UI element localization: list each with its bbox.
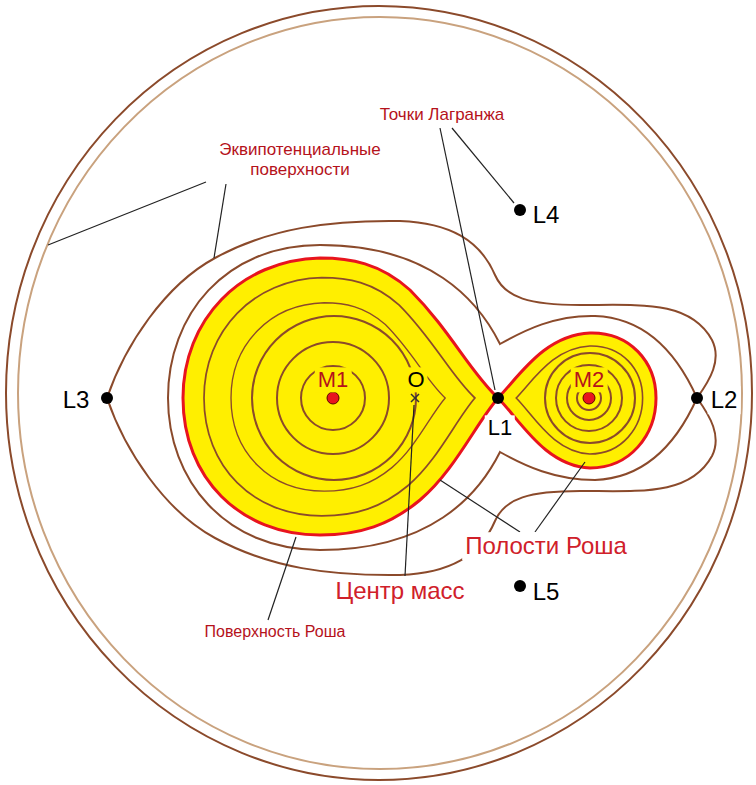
inner-equipotential — [545, 353, 635, 443]
leader-line — [268, 537, 296, 620]
inner-equipotential — [204, 278, 475, 516]
mass-label: M2 — [571, 367, 608, 392]
leader-line — [48, 182, 206, 245]
equipotential-curve — [107, 221, 716, 575]
point-label: L1 — [485, 415, 515, 440]
lagrange-point — [101, 392, 113, 404]
mass-point — [327, 392, 339, 404]
inner-equipotential — [252, 316, 416, 480]
callout-title: Поверхность Роша — [202, 623, 349, 641]
leader-line — [452, 128, 514, 203]
leader-line — [440, 128, 495, 390]
inner-equipotential — [516, 346, 642, 454]
lagrange-point — [691, 392, 703, 404]
leader-line — [440, 480, 520, 532]
mass-label: M1 — [315, 367, 352, 392]
equipotential-curve — [168, 245, 697, 550]
point-label: L5 — [530, 578, 563, 606]
inner-equipotential — [277, 342, 389, 454]
point-label: L2 — [708, 386, 741, 414]
inner-equipotential — [301, 366, 365, 430]
lagrange-point — [514, 580, 526, 592]
lagrange-points — [101, 204, 703, 592]
lagrange-point — [514, 204, 526, 216]
point-label: L3 — [60, 386, 93, 414]
outer-equipotential — [6, 6, 752, 780]
mass-point — [583, 392, 595, 404]
center-of-mass-mark — [411, 394, 419, 402]
callout-title: Полости Роша — [462, 532, 630, 560]
leader-line — [535, 462, 585, 532]
leader-line — [405, 405, 414, 576]
callout-title: Эквипотенциальные поверхности — [197, 140, 403, 179]
roche-lobe — [183, 258, 498, 535]
point-label: L4 — [530, 201, 563, 229]
leader-line — [214, 184, 226, 258]
inner-equipotential — [556, 365, 622, 431]
callout-title: Точки Лагранжа — [377, 105, 508, 125]
outer-equipotential — [18, 17, 742, 769]
inner-equipotential — [231, 303, 445, 491]
callout-title: Центр масс — [332, 577, 467, 605]
center-label: O — [404, 367, 427, 392]
lagrange-point — [492, 392, 504, 404]
roche-lobe — [498, 333, 656, 468]
